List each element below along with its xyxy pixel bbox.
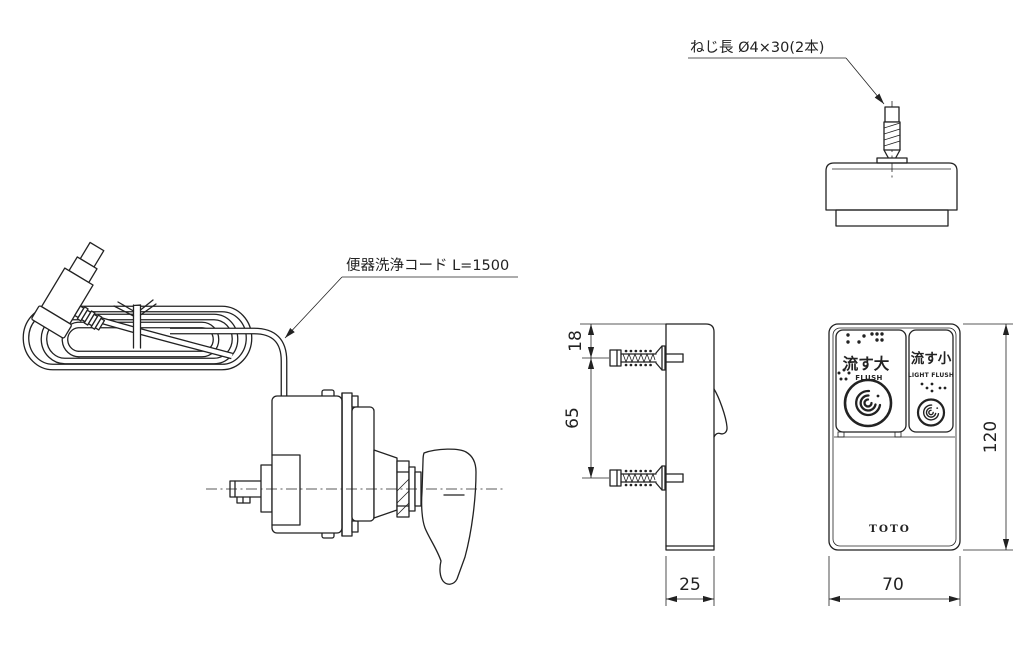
switch-lever-profile <box>713 388 728 438</box>
flush-small-button[interactable]: 流す小 LIGHT FLUSH <box>908 329 954 433</box>
flush-large-label-jp: 流す大 <box>843 354 890 373</box>
strain-relief-ribs <box>74 305 106 331</box>
cord-note-callout: 便器洗浄コード L=1500 <box>284 257 518 339</box>
braille-dots-small <box>920 382 947 393</box>
remote-top-view <box>825 101 958 227</box>
brand-logo: TOTO <box>869 523 911 535</box>
dim-depth: 25 <box>679 575 701 595</box>
dim-70: 70 <box>828 556 961 606</box>
dim-25: 25 <box>665 556 715 606</box>
remote-side-view: 18 65 25 <box>563 323 728 606</box>
dim-width: 70 <box>882 575 904 595</box>
valve-collar <box>373 449 422 519</box>
dim-height: 120 <box>981 421 1001 453</box>
flush-large-label-en: FLUSH <box>855 374 883 382</box>
gearbox-housing <box>271 389 375 539</box>
flush-large-circle <box>843 378 893 428</box>
braille-dots-large <box>846 332 884 344</box>
mounting-screw-upper <box>608 344 685 372</box>
mounting-screw-top <box>876 106 908 164</box>
power-plug <box>31 241 106 339</box>
spindle-shaft <box>229 480 263 504</box>
mounting-screw-lower <box>608 464 685 492</box>
lever-handle <box>420 448 477 585</box>
dim-18-65: 18 65 <box>563 323 666 479</box>
cable-tie <box>113 299 157 349</box>
remote-front-view: 流す大 FLUSH 流す小 LIGHT FLUSH TOTO <box>828 323 1013 606</box>
dim-screw-pitch: 65 <box>563 407 583 429</box>
flush-large-swirl-icon <box>855 389 882 417</box>
flush-small-label-jp: 流す小 <box>911 350 952 367</box>
bearing-boss <box>260 464 273 513</box>
braille-dots-flush <box>837 368 851 381</box>
dim-screw-top-offset: 18 <box>566 330 586 352</box>
actuator-unit-drawing <box>206 389 503 585</box>
flush-small-circle <box>916 398 946 427</box>
flush-small-swirl-icon <box>922 404 940 421</box>
screw-note-callout: ねじ長 Ø4×30(2本) <box>688 39 885 105</box>
screw-note-label: ねじ長 Ø4×30(2本) <box>690 39 824 56</box>
flush-large-button[interactable]: 流す大 FLUSH <box>835 329 907 433</box>
cord-note-label: 便器洗浄コード L=1500 <box>346 257 509 274</box>
dim-120: 120 <box>963 323 1013 551</box>
flush-small-label-en: LIGHT FLUSH <box>908 372 954 379</box>
